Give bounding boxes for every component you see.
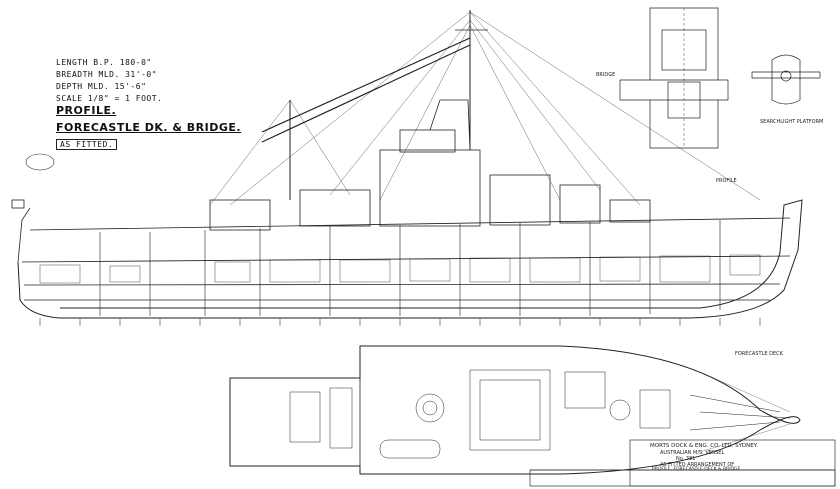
spec-length: LENGTH B.P. 180-0" bbox=[56, 58, 152, 67]
status-badge: AS FITTED. bbox=[56, 139, 118, 150]
spec-depth: DEPTH MLD. 15'-6" bbox=[56, 82, 147, 91]
spec-scale: SCALE 1/8" = 1 FOOT. bbox=[56, 94, 163, 103]
title-profile: PROFILE. bbox=[56, 104, 117, 117]
title-block-builder: MORTS DOCK & ENG. CO. LTD. SYDNEY. bbox=[650, 443, 758, 449]
searchlight-platform-plan bbox=[751, 54, 821, 105]
title-block-vessel: AUSTRALIAN M/S. VESSEL bbox=[660, 450, 725, 456]
profile-view bbox=[11, 10, 803, 326]
label-searchlight-platform: SEARCHLIGHT PLATFORM bbox=[760, 119, 824, 125]
label-forecastle-deck: FORECASTLE DECK bbox=[735, 351, 783, 357]
approval-stamp bbox=[25, 153, 55, 171]
title-block-desc-2: PROFILE, FORECASTLE DECK & BRIDGE. bbox=[652, 467, 742, 472]
bridge-plan bbox=[619, 7, 729, 149]
label-bridge: BRIDGE bbox=[596, 72, 616, 78]
label-profile: PROFILE bbox=[716, 178, 737, 184]
title-block-number: No. 381 bbox=[676, 456, 696, 462]
title-block-frame bbox=[529, 439, 836, 487]
spec-breadth: BREADTH MLD. 31'-0" bbox=[56, 70, 158, 79]
title-block-desc-1: AS FITTED ARRANGEMENT OF bbox=[660, 462, 735, 468]
title-forecastle-bridge: FORECASTLE DK. & BRIDGE. bbox=[56, 121, 242, 134]
forecastle-deck-plan bbox=[229, 345, 801, 475]
